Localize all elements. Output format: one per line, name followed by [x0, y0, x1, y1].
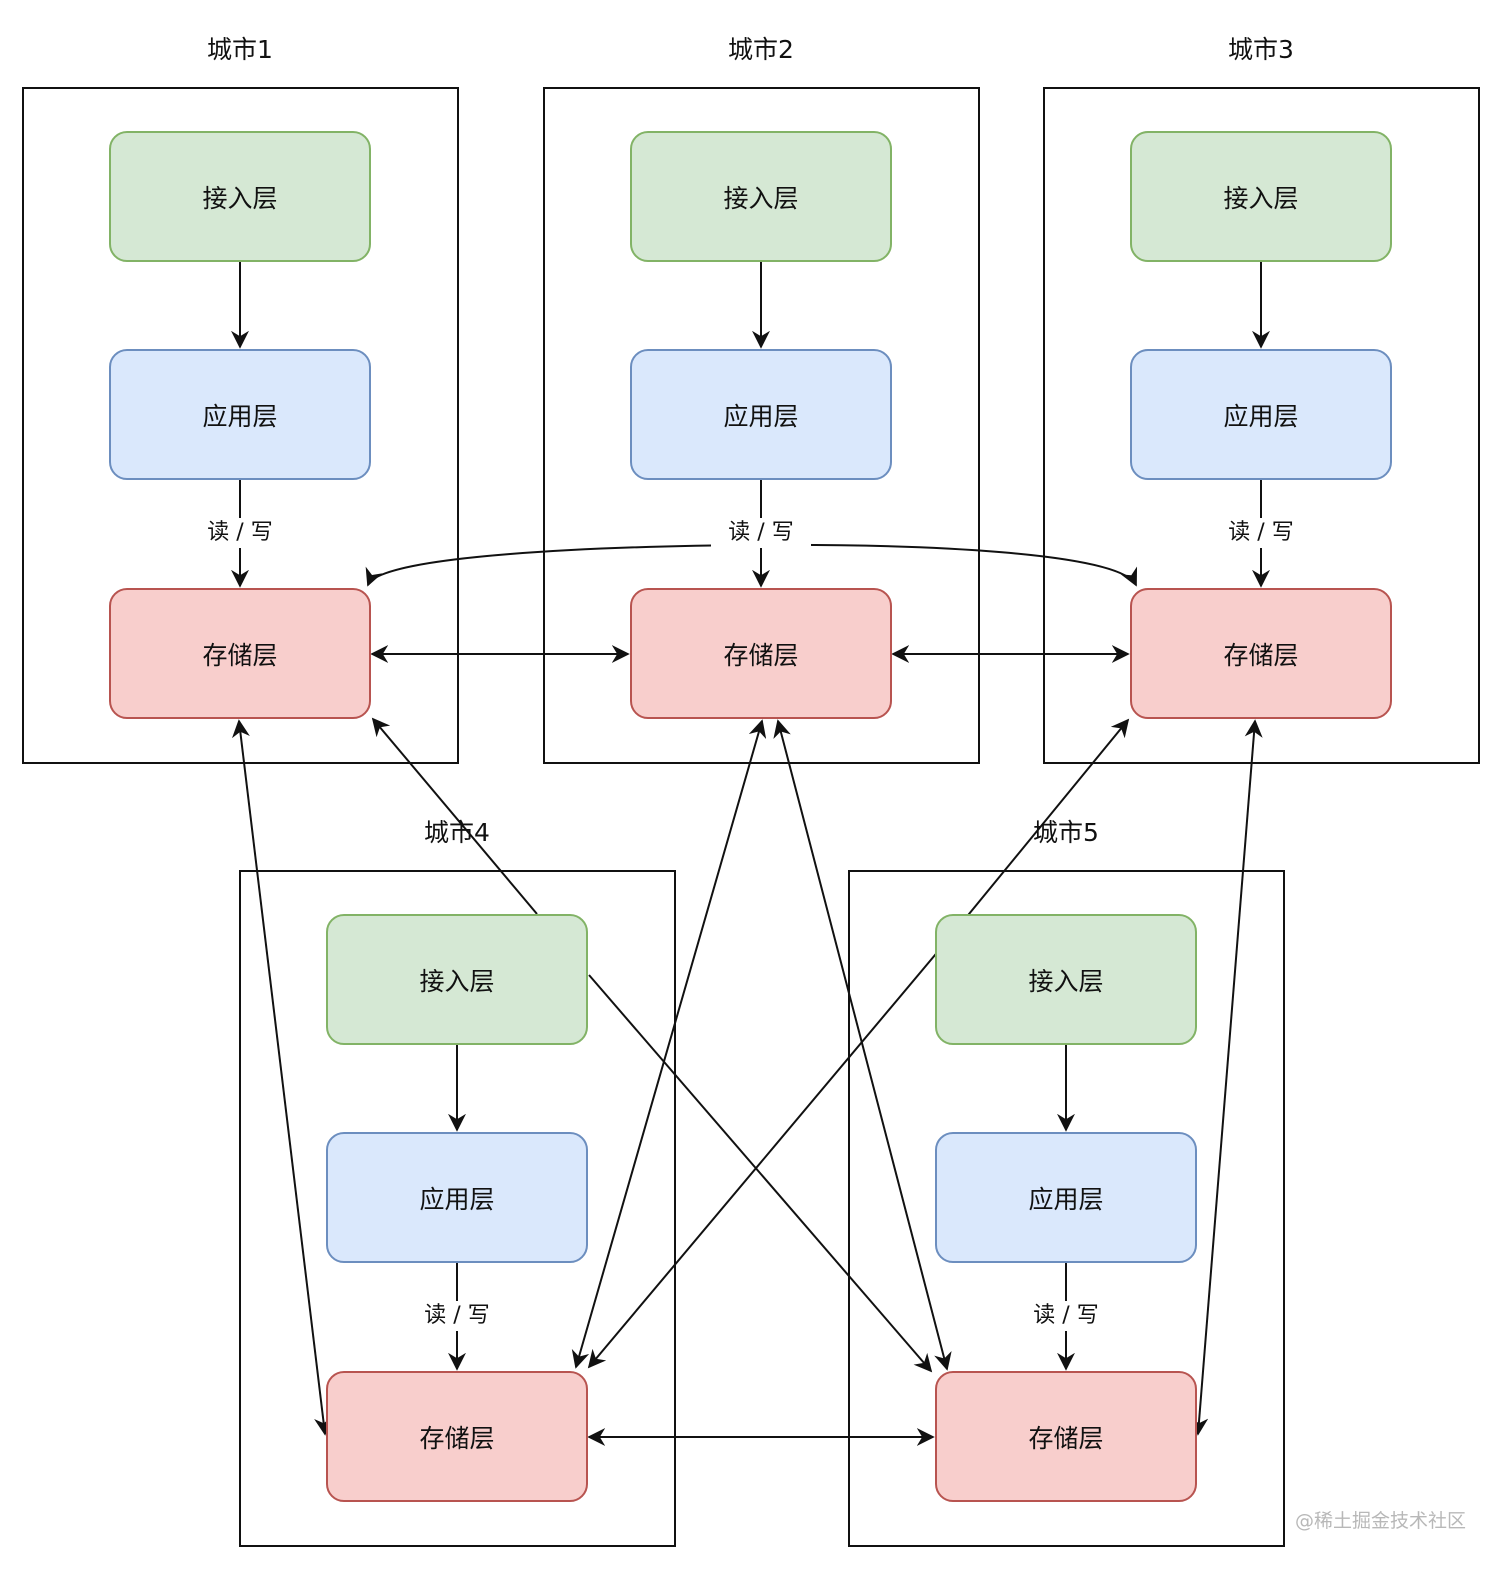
city-1-storage-layer: 存储层	[109, 588, 371, 719]
city-5-storage-layer: 存储层	[935, 1371, 1197, 1502]
city-4-rw-label: 读 / 写	[407, 1301, 507, 1331]
city-3-storage-layer: 存储层	[1130, 588, 1392, 719]
city-4-storage-layer: 存储层	[326, 1371, 588, 1502]
city-5-application-layer: 应用层	[935, 1132, 1197, 1263]
city-2-storage-layer: 存储层	[630, 588, 892, 719]
city-4-frame	[239, 870, 676, 1547]
city-5-frame	[848, 870, 1285, 1547]
city-2-title: 城市2	[728, 35, 794, 64]
city-1-frame	[22, 87, 459, 764]
city-2-access-layer: 接入层	[630, 131, 892, 262]
city-3-application-layer: 应用层	[1130, 349, 1392, 480]
city-2-frame	[543, 87, 980, 764]
city-3-access-layer: 接入层	[1130, 131, 1392, 262]
city-1-application-layer: 应用层	[109, 349, 371, 480]
city-4-title: 城市4	[424, 818, 490, 847]
city-3-frame	[1043, 87, 1480, 764]
city-4-application-layer: 应用层	[326, 1132, 588, 1263]
city-5-title: 城市5	[1033, 818, 1099, 847]
city-2-application-layer: 应用层	[630, 349, 892, 480]
city-5-rw-label: 读 / 写	[1016, 1301, 1116, 1331]
city-5-access-layer: 接入层	[935, 914, 1197, 1045]
city-3-title: 城市3	[1228, 35, 1294, 64]
city-1-title: 城市1	[207, 35, 273, 64]
city-1-access-layer: 接入层	[109, 131, 371, 262]
city-2-rw-label: 读 / 写	[711, 518, 811, 548]
city-3-rw-label: 读 / 写	[1211, 518, 1311, 548]
watermark: @稀土掘金技术社区	[1294, 1510, 1466, 1532]
city-1-rw-label: 读 / 写	[190, 518, 290, 548]
city-4-access-layer: 接入层	[326, 914, 588, 1045]
